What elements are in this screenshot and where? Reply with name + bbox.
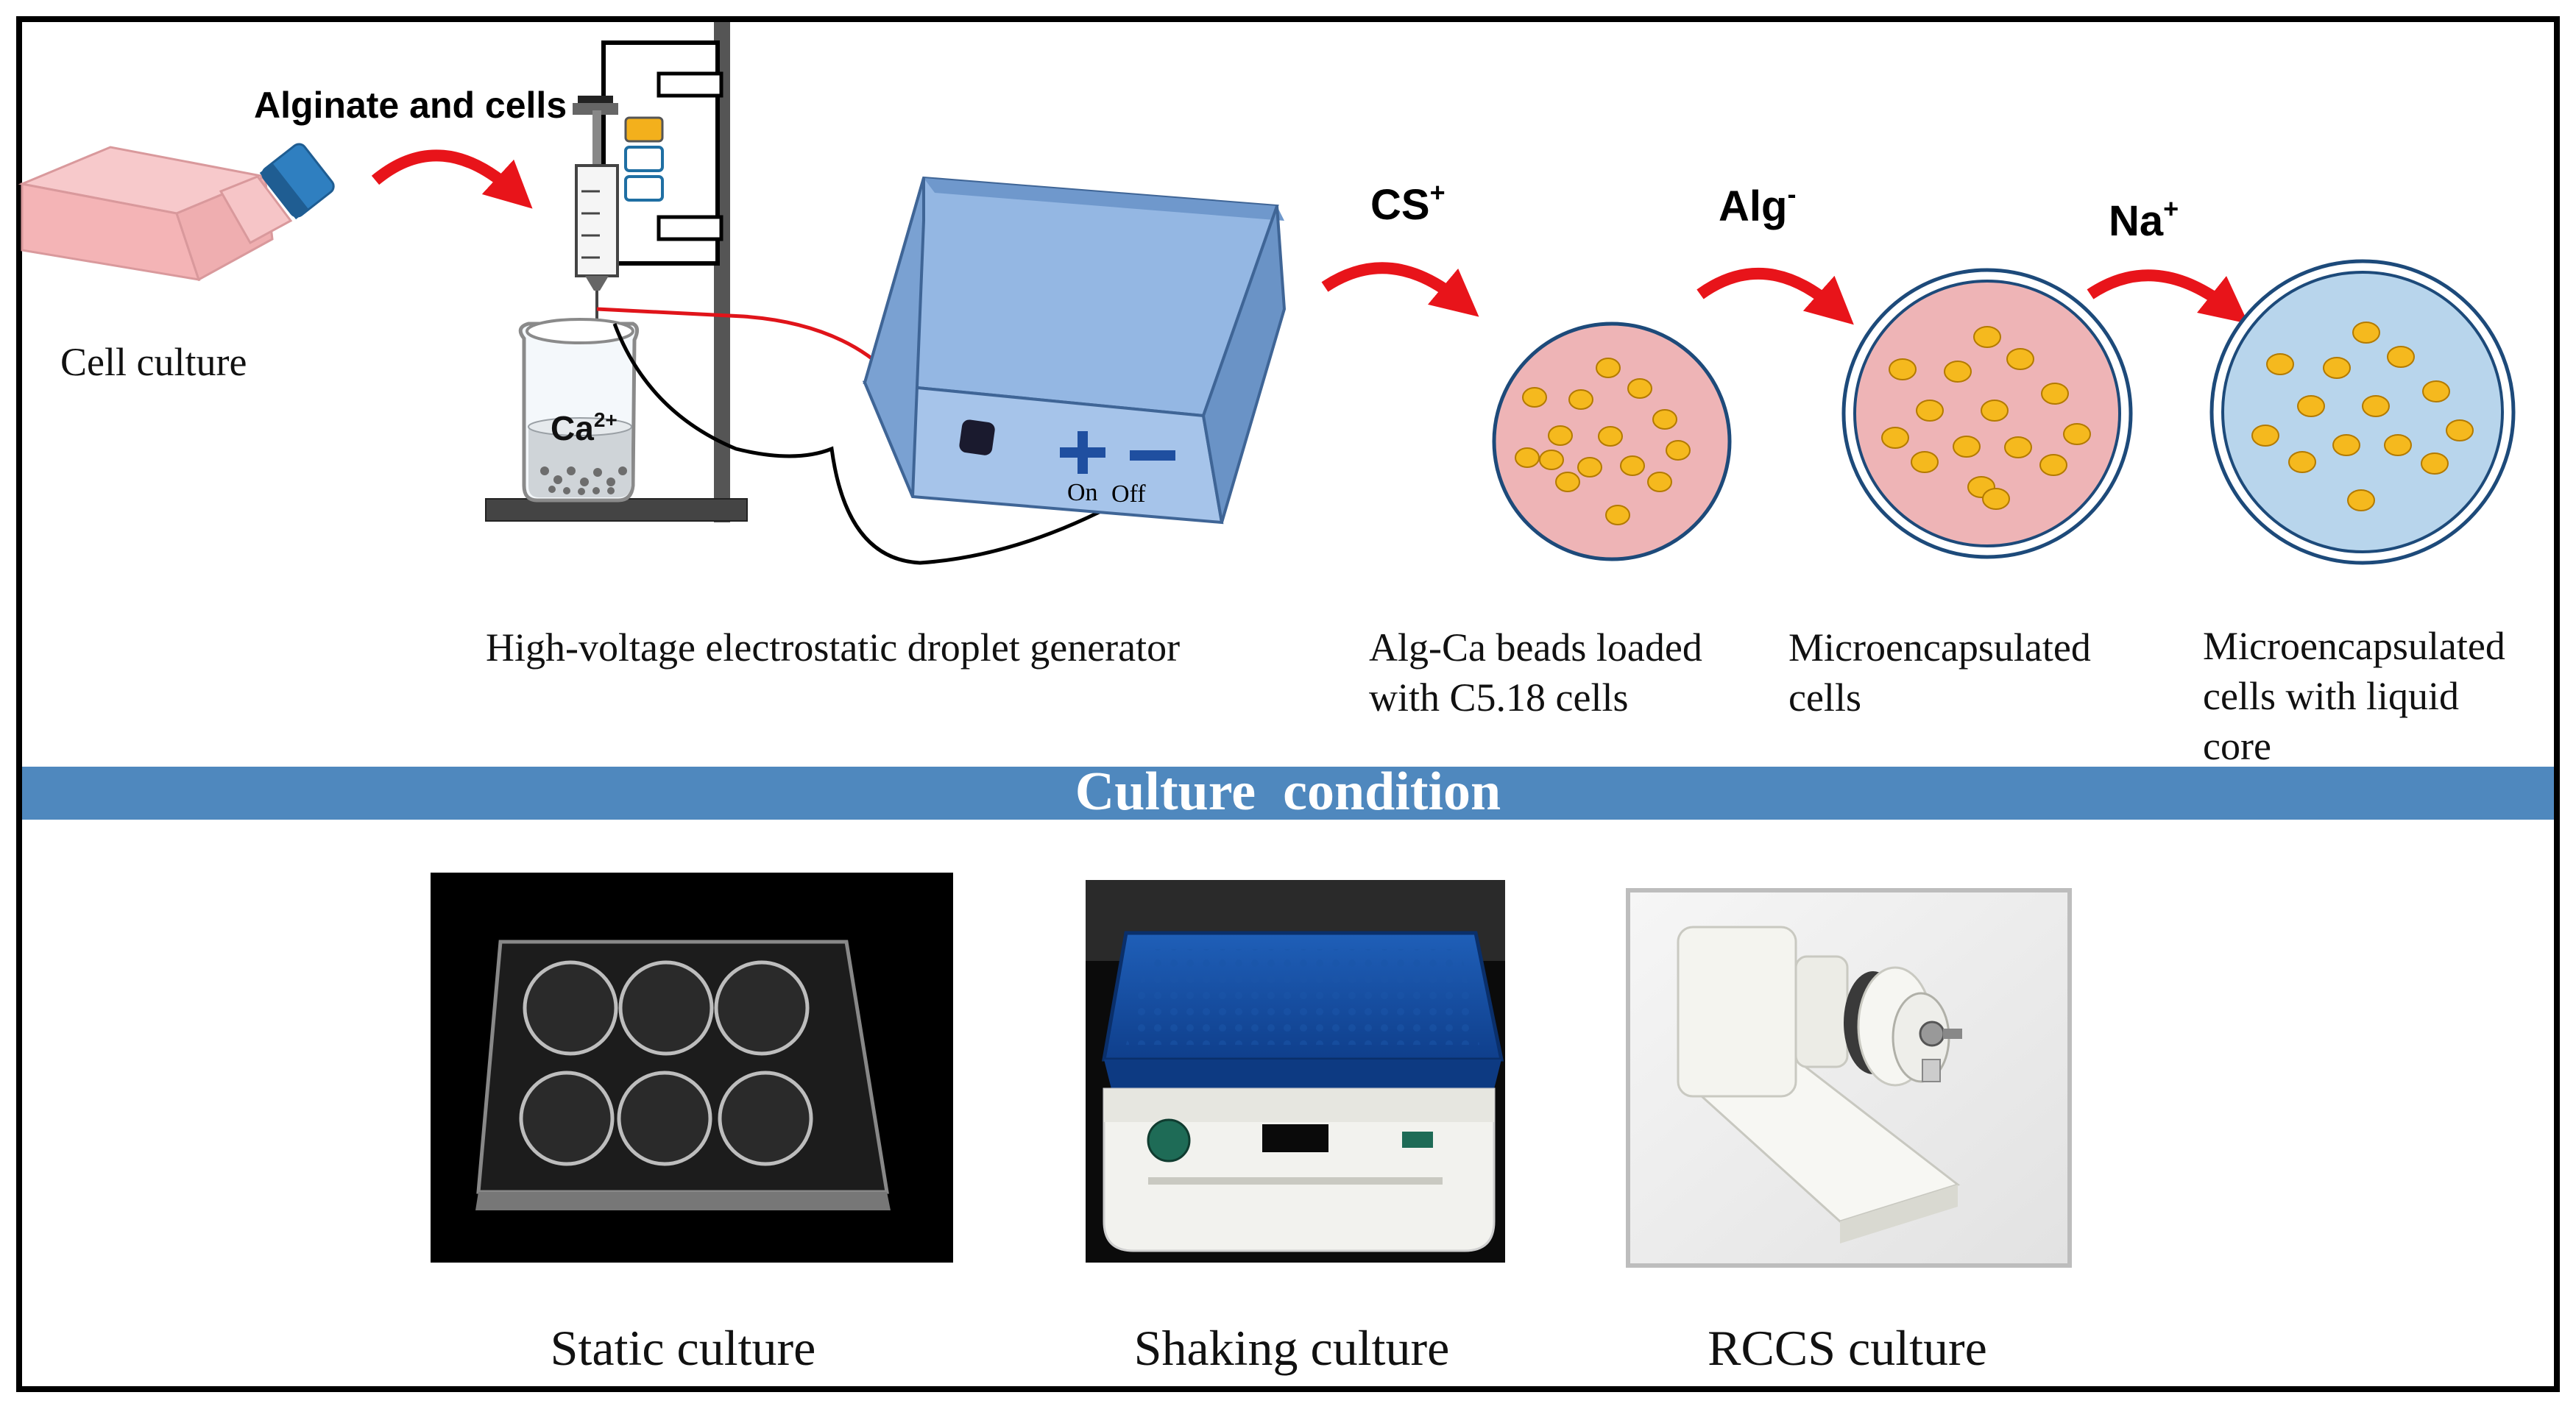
culture-well <box>618 960 714 1056</box>
cell-dot <box>2004 436 2032 458</box>
cell-dot <box>1555 472 1580 492</box>
minus-terminal-icon <box>1130 450 1175 461</box>
cell-dot <box>2297 395 2325 417</box>
cell-dot <box>1666 440 1691 461</box>
on-label: On <box>1067 479 1098 506</box>
alginate-cells-label: Alginate and cells <box>254 85 567 126</box>
cell-dot <box>2266 353 2294 375</box>
cell-dot <box>1652 409 1677 430</box>
cell-dot <box>1944 361 1972 383</box>
liquid-core-bead <box>2209 259 2516 565</box>
liquid-label-line2: cells with liquid <box>2203 674 2459 718</box>
na-label: Na+ <box>2109 194 2179 245</box>
cell-dot <box>1598 426 1623 447</box>
shaking-culture-label: Shaking culture <box>1134 1320 1450 1376</box>
speed-knob-icon <box>1147 1118 1191 1163</box>
cell-dot <box>1627 378 1652 399</box>
arrow-cs <box>1321 262 1479 317</box>
micro-label-line1: Microencapsulated <box>1788 625 2091 670</box>
cell-dot <box>2006 348 2034 370</box>
cell-dot <box>2332 434 2360 456</box>
cell-dot <box>2323 357 2351 379</box>
cell-dot <box>1577 457 1602 478</box>
alg-ca-bead <box>1492 322 1732 561</box>
cell-dot <box>2063 423 2091 445</box>
cell-dot <box>2384 434 2412 456</box>
cell-dot <box>2347 489 2375 511</box>
cell-dot <box>1620 455 1645 476</box>
black-wire <box>612 323 1150 565</box>
cell-dot <box>1647 472 1672 492</box>
beads-label-line1: Alg-Ca beads loaded <box>1369 625 1702 670</box>
cell-dot <box>1982 488 2010 510</box>
culture-condition-title: Culture condition <box>1075 762 1501 822</box>
cell-dot <box>2422 380 2450 402</box>
cell-dot <box>1973 326 2001 348</box>
alg-label: Alg- <box>1719 179 1796 230</box>
cell-dot <box>1981 400 2009 422</box>
cell-dot <box>1596 358 1621 378</box>
speed-display <box>1262 1124 1328 1152</box>
culture-well <box>523 960 618 1056</box>
static-culture-photo <box>431 873 953 1263</box>
off-label: Off <box>1111 480 1146 508</box>
beaker-icon <box>518 318 639 503</box>
rccs-culture-label: RCCS culture <box>1708 1320 1987 1376</box>
liquid-label-line3: core <box>2203 724 2271 768</box>
culture-condition-banner <box>22 767 2554 820</box>
cell-dot <box>1911 451 1939 473</box>
cell-dot <box>1539 450 1564 470</box>
cell-dot <box>2352 322 2380 344</box>
beads-label-line2: with C5.18 cells <box>1369 675 1628 720</box>
syringe-icon <box>573 96 619 331</box>
cell-culture-label: Cell culture <box>60 340 247 384</box>
culture-well <box>714 960 810 1056</box>
culture-well <box>617 1071 712 1166</box>
cell-dot <box>1916 400 1944 422</box>
culture-well <box>718 1071 813 1166</box>
cell-dot <box>1889 358 1917 380</box>
lab-stand <box>485 22 748 522</box>
cell-dot <box>2387 346 2415 368</box>
power-switch-icon <box>1402 1132 1433 1148</box>
arrow-na <box>2087 269 2248 324</box>
indicator-yellow-icon <box>624 116 664 143</box>
micro-label-line2: cells <box>1788 675 1861 720</box>
cell-culture-flask-icon <box>18 143 335 282</box>
cell-dot <box>1548 425 1573 446</box>
generator-label: High-voltage electrostatic droplet gener… <box>486 625 1180 670</box>
indicator-blue-icon <box>624 146 664 172</box>
arrow-alg <box>1696 268 1854 325</box>
cell-dot <box>1953 436 1981 458</box>
cell-dot <box>1881 427 1909 449</box>
cell-dot <box>1522 387 1547 408</box>
cell-dot <box>2041 383 2069 405</box>
cell-dot <box>1515 447 1540 468</box>
cell-dot <box>2421 452 2449 475</box>
cell-dot <box>2362 395 2390 417</box>
cell-dot <box>1605 505 1630 525</box>
cell-dot <box>2288 451 2316 473</box>
cell-dot <box>1568 389 1593 410</box>
cell-dot <box>2446 419 2474 441</box>
microencapsulated-cell-bead <box>1841 268 2133 559</box>
droplet-generator-device: On Off <box>862 176 1287 525</box>
cell-dot <box>2251 425 2279 447</box>
shaking-culture-photo <box>1086 880 1505 1263</box>
figure-border <box>16 16 2560 1392</box>
arrow-flask-to-syringe <box>371 149 533 209</box>
ca-ion-label: Ca2+ <box>551 408 618 447</box>
rccs-culture-photo <box>1626 888 2072 1268</box>
cs-label: CS+ <box>1370 177 1446 229</box>
liquid-label-line1: Microencapsulated <box>2203 624 2505 668</box>
static-culture-label: Static culture <box>551 1320 816 1376</box>
cell-dot <box>2039 454 2067 476</box>
culture-well <box>519 1071 615 1166</box>
